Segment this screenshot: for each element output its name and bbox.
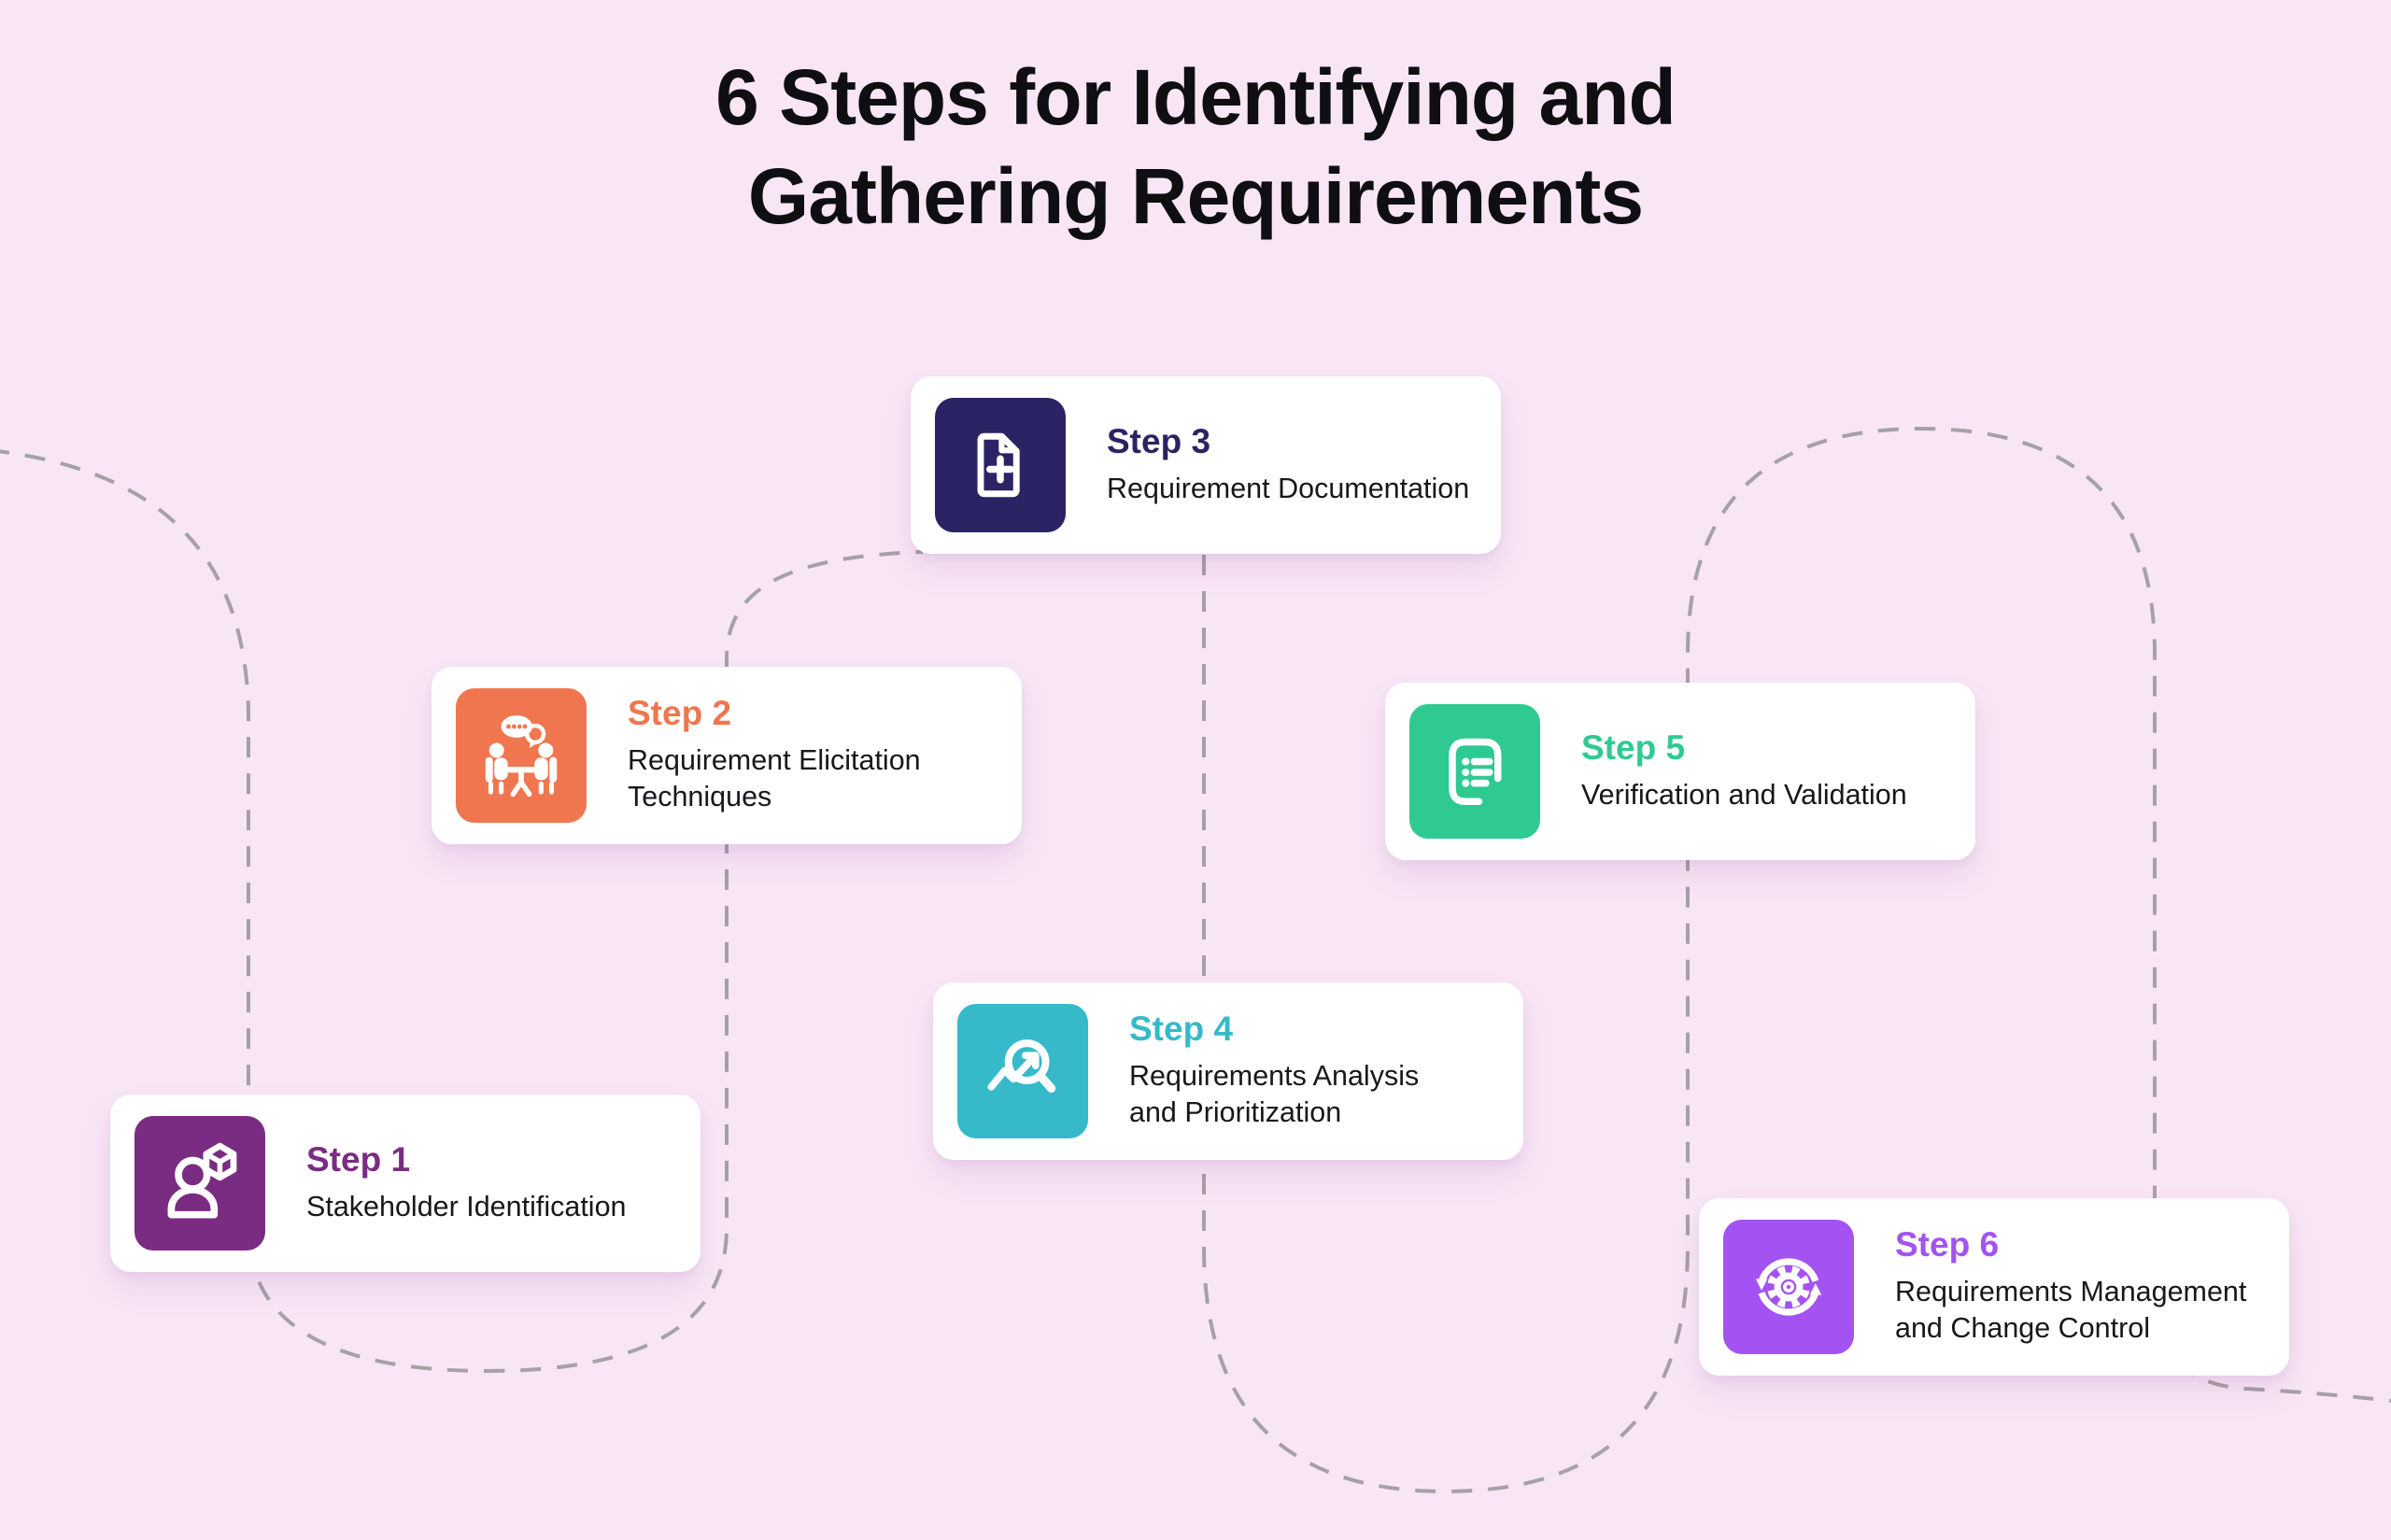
step-description: Requirements Management and Change Contr…	[1895, 1275, 2247, 1345]
document-plus-icon	[935, 398, 1066, 532]
step-description: Requirement Documentation	[1107, 472, 1470, 504]
step-label: Step 1	[306, 1139, 411, 1179]
step-label: Step 6	[1895, 1225, 2000, 1264]
step-description: Verification and Validation	[1581, 778, 1907, 811]
step-label: Step 4	[1129, 1010, 1234, 1049]
person-cube-icon	[134, 1116, 265, 1250]
checklist-icon	[1409, 704, 1540, 839]
step-card-5: Step 5 Verification and Validation	[1385, 683, 1975, 860]
step-card-4: Step 4 Requirements Analysis and Priorit…	[933, 982, 1523, 1160]
step-label: Step 2	[628, 694, 732, 733]
step-label: Step 5	[1581, 728, 1686, 767]
step-description: Stakeholder Identification	[306, 1190, 627, 1222]
step-description: Requirement Elicitation Techniques	[628, 743, 921, 813]
gear-cycle-icon	[1723, 1220, 1854, 1354]
step-description: Requirements Analysis and Prioritization	[1129, 1059, 1420, 1129]
magnifier-trend-icon	[957, 1004, 1088, 1138]
step-card-1: Step 1 Stakeholder Identification	[110, 1095, 700, 1272]
step-card-6: Step 6 Requirements Management and Chang…	[1699, 1198, 2289, 1376]
page-title-line2: Gathering Requirements	[747, 151, 1644, 240]
page-title-line1: 6 Steps for Identifying and	[715, 53, 1677, 141]
interview-table-icon	[456, 688, 587, 823]
step-card-3: Step 3 Requirement Documentation	[911, 376, 1501, 554]
connector-left-serpentine	[0, 449, 924, 1374]
step-card-2: Step 2 Requirement Elicitation Technique…	[432, 667, 1022, 844]
step-label: Step 3	[1107, 421, 1211, 460]
